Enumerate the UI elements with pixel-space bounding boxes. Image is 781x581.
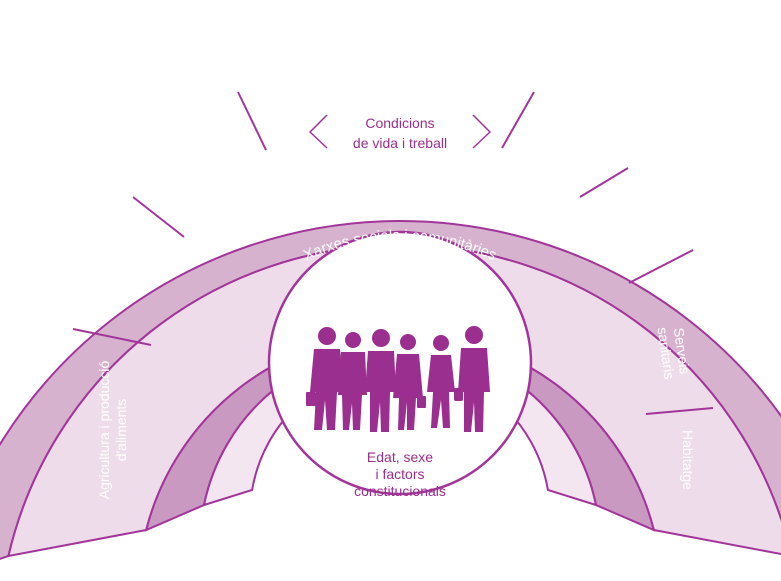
section-agricultura-line1: Agricultura i producció: [96, 361, 112, 500]
person-silhouette: [458, 326, 490, 432]
section-educacio: Educació: [111, 240, 146, 300]
people-group-icon: [306, 326, 490, 432]
divider: [628, 249, 694, 284]
divider: [579, 167, 629, 198]
divider: [237, 91, 267, 151]
section-agricultura-line2: d'aliments: [113, 399, 129, 462]
section-serveis-line2: sanitaris: [655, 326, 678, 380]
outer-ring-label: Condicions polítiques, socioeconòmiques,…: [169, 22, 631, 102]
divider: [72, 328, 152, 346]
living-conditions-title-line1: Condicions: [365, 115, 434, 131]
center-label-line1: Edat, sexe: [367, 449, 433, 465]
person-silhouette: [306, 327, 344, 430]
center-label-line2: i factors: [375, 466, 424, 482]
chevron-left-icon: [308, 114, 328, 149]
section-atur: Atur: [552, 156, 583, 183]
center-label-line3: constitucionals: [354, 483, 446, 499]
section-dividers: [72, 91, 714, 415]
person-silhouette: [393, 334, 426, 430]
person-silhouette: [338, 332, 367, 430]
section-habitatge: Habitatge: [680, 430, 696, 490]
chevron-right-icon: [472, 114, 492, 149]
person-silhouette: [427, 335, 463, 428]
section-serveis-line1: Serveis: [671, 327, 693, 375]
divider: [501, 91, 535, 149]
living-conditions-title-line2: de vida i treball: [353, 135, 447, 151]
divider: [132, 196, 185, 238]
person-silhouette: [365, 329, 396, 432]
section-medi-laboral: Medi laboral: [184, 153, 257, 207]
divider: [645, 407, 714, 415]
